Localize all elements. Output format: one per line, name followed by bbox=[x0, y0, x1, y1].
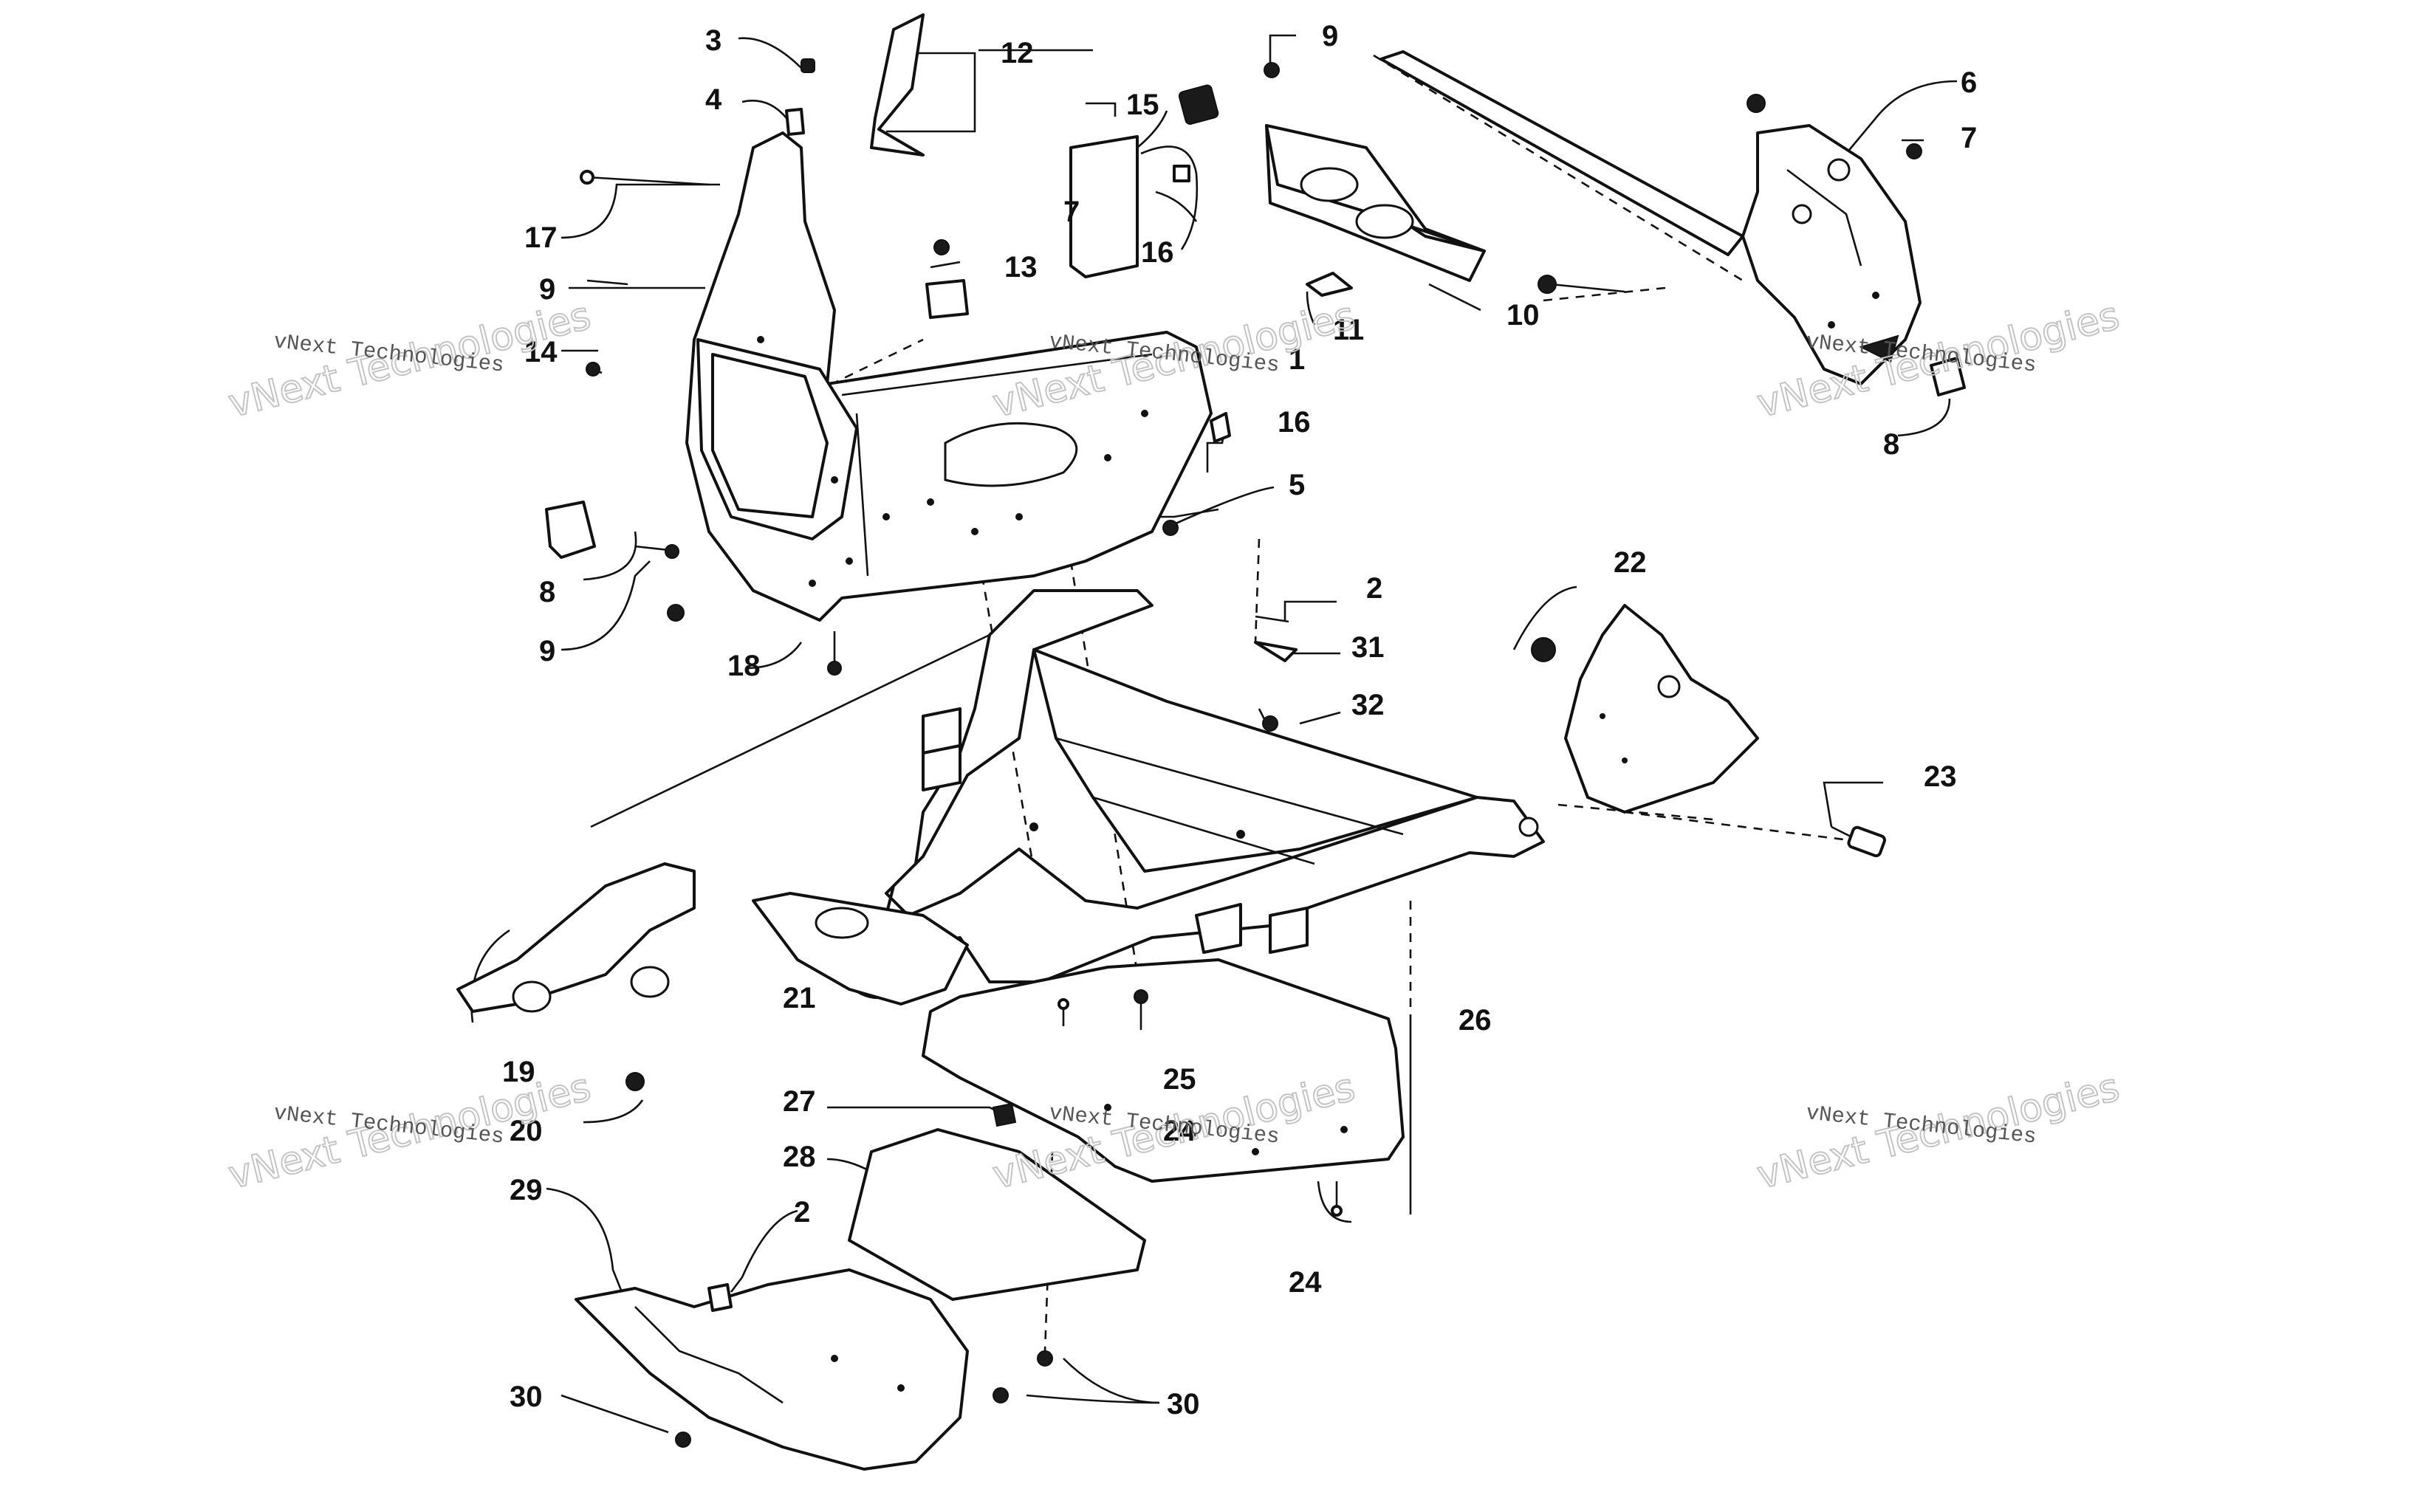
callout-10: 10 bbox=[1506, 299, 1540, 331]
callout-7: 7 bbox=[1063, 196, 1080, 228]
callout-28: 28 bbox=[783, 1141, 816, 1173]
callout-25: 25 bbox=[1163, 1063, 1196, 1096]
block-8-left bbox=[545, 501, 596, 559]
callout-19: 19 bbox=[502, 1056, 535, 1088]
callout-4: 4 bbox=[705, 83, 722, 116]
callout-7: 7 bbox=[1961, 122, 1977, 154]
front-frame-assembly bbox=[685, 131, 1213, 622]
callout-24: 24 bbox=[1163, 1115, 1196, 1147]
callout-27: 27 bbox=[783, 1085, 816, 1118]
callout-11: 11 bbox=[1333, 314, 1364, 346]
callout-16: 16 bbox=[1141, 236, 1174, 269]
main-chassis-frame bbox=[885, 589, 1545, 983]
callout-8: 8 bbox=[1883, 428, 1899, 461]
callout-17: 17 bbox=[524, 221, 558, 254]
callout-23: 23 bbox=[1924, 760, 1957, 793]
callout-6: 6 bbox=[1961, 66, 1977, 99]
hardware bbox=[580, 58, 1922, 1448]
block-8-right bbox=[1930, 357, 1966, 396]
callout-9: 9 bbox=[539, 635, 555, 667]
rail-top-right bbox=[1379, 50, 1744, 256]
spindle-21 bbox=[752, 892, 969, 1006]
callout-labels: 3 4 12 15 9 6 7 17 7 16 9 13 11 10 14 1 … bbox=[502, 20, 1977, 1420]
callout-30: 30 bbox=[510, 1381, 543, 1413]
plate-28 bbox=[848, 1128, 1146, 1301]
callout-14: 14 bbox=[524, 336, 558, 368]
skid-plate-26 bbox=[922, 958, 1405, 1183]
callout-31: 31 bbox=[1351, 631, 1385, 664]
callout-12: 12 bbox=[1001, 37, 1034, 69]
callout-26: 26 bbox=[1458, 1004, 1492, 1037]
callout-5: 5 bbox=[1289, 469, 1305, 501]
callout-13: 13 bbox=[1004, 251, 1038, 284]
callout-2: 2 bbox=[794, 1196, 810, 1228]
clip-11 bbox=[1306, 272, 1353, 297]
callout-2: 2 bbox=[1366, 572, 1382, 605]
cover-29 bbox=[575, 1268, 969, 1471]
plate-10 bbox=[1265, 124, 1486, 282]
callout-1: 1 bbox=[1289, 343, 1305, 376]
callout-16: 16 bbox=[1278, 406, 1311, 439]
callout-30: 30 bbox=[1167, 1388, 1200, 1420]
callout-24: 24 bbox=[1289, 1266, 1322, 1299]
callout-20: 20 bbox=[510, 1115, 543, 1147]
bracket-6 bbox=[1741, 124, 1922, 385]
callout-29: 29 bbox=[510, 1174, 543, 1206]
callout-32: 32 bbox=[1351, 689, 1385, 721]
callout-3: 3 bbox=[705, 24, 721, 57]
arm-19 bbox=[456, 862, 696, 1013]
callout-9: 9 bbox=[539, 273, 555, 306]
switch-15 bbox=[1069, 84, 1219, 278]
callout-21: 21 bbox=[783, 982, 816, 1014]
callout-15: 15 bbox=[1126, 89, 1159, 121]
bracket-12 bbox=[870, 13, 925, 157]
callout-9: 9 bbox=[1322, 20, 1338, 52]
mount-bracket-22 bbox=[1564, 604, 1759, 814]
callout-22: 22 bbox=[1614, 546, 1647, 579]
callout-18: 18 bbox=[727, 650, 761, 682]
callout-8: 8 bbox=[539, 576, 555, 608]
